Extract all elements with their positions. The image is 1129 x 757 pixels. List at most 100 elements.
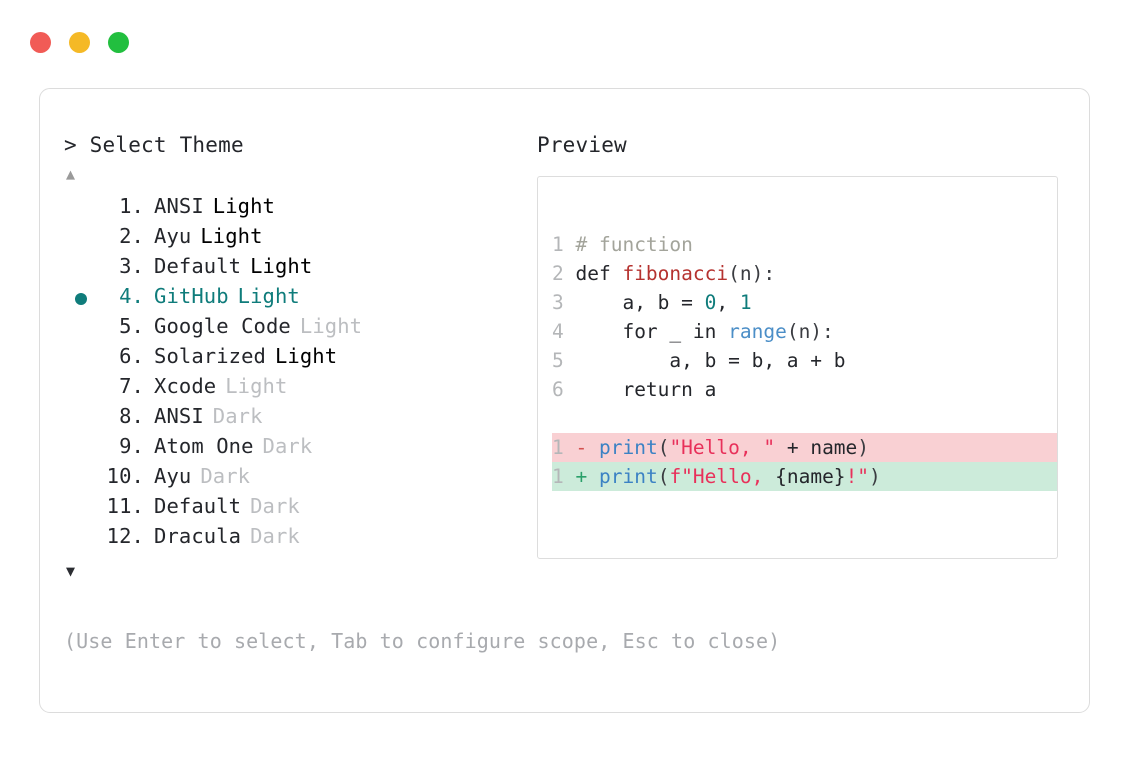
code-token-punct: ) <box>869 465 881 489</box>
theme-list-item[interactable]: 11. Default Dark <box>64 494 534 524</box>
theme-list-item[interactable]: 12. Dracula Dark <box>64 524 534 554</box>
theme-item-name: Google Code <box>154 314 291 339</box>
theme-item-name: Ayu <box>154 224 192 249</box>
selection-bullet-cell <box>64 254 98 284</box>
code-blank-line <box>552 404 1057 433</box>
code-token-plain: + name <box>775 436 858 460</box>
close-icon[interactable] <box>30 32 51 53</box>
selection-bullet-cell <box>64 524 98 554</box>
theme-list-item[interactable]: 5. Google Code Light <box>64 314 534 344</box>
theme-item-index: 11. <box>106 494 144 519</box>
line-number: 5 <box>552 349 564 373</box>
theme-item-index: 2. <box>106 224 144 249</box>
code-token-punct: (n): <box>728 262 776 286</box>
diff-sign-add: + <box>563 465 599 489</box>
theme-item-index: 9. <box>106 434 144 459</box>
code-token-plain: for _ in <box>563 320 729 344</box>
theme-item-index: 8. <box>106 404 144 429</box>
code-token-str: !" <box>845 465 870 489</box>
theme-item-name: GitHub <box>154 284 229 309</box>
code-token-call: print <box>598 436 658 460</box>
theme-item-variant: Dark <box>250 494 300 519</box>
theme-item-index: 5. <box>106 314 144 339</box>
theme-item-index: 7. <box>106 374 144 399</box>
theme-item-name: Solarized <box>154 344 266 369</box>
code-token-plain: a, b = b, a + b <box>563 349 846 373</box>
code-line: 4 for _ in range(n): <box>552 317 1057 346</box>
code-token-fn: fibonacci <box>622 262 729 286</box>
code-token-punct: ( <box>657 465 670 489</box>
selection-bullet-cell <box>64 194 98 224</box>
code-token-str: f"Hello, <box>669 465 776 489</box>
scroll-down-icon[interactable]: ▼ <box>66 562 76 581</box>
code-line: 6 return a <box>552 375 1057 404</box>
selection-bullet-cell <box>64 284 98 314</box>
theme-item-variant: Light <box>299 314 363 339</box>
selected-bullet-icon <box>75 293 87 306</box>
maximize-icon[interactable] <box>108 32 129 53</box>
theme-item-index: 3. <box>106 254 144 279</box>
theme-item-variant: Light <box>250 254 313 279</box>
line-number: 6 <box>552 378 564 402</box>
theme-item-variant: Dark <box>212 404 263 429</box>
theme-item-name: Atom One <box>154 434 254 459</box>
theme-list-item[interactable]: 3. Default Light <box>64 254 534 284</box>
code-line: 2 def fibonacci(n): <box>552 259 1057 288</box>
theme-item-variant: Light <box>200 224 263 249</box>
code-line: 5 a, b = b, a + b <box>552 346 1057 375</box>
theme-item-index: 1. <box>106 194 144 219</box>
code-token-comment: # function <box>563 233 693 257</box>
selection-bullet-cell <box>64 374 98 404</box>
theme-list-item[interactable]: 9. Atom One Dark <box>64 434 534 464</box>
diff-sign-del: - <box>563 436 599 460</box>
code-token-builtin: range <box>728 320 787 344</box>
code-token-num: 1 <box>739 291 752 315</box>
code-line: 1 # function <box>552 230 1057 259</box>
code-token-num: 0 <box>704 291 717 315</box>
theme-item-name: Xcode <box>154 374 217 399</box>
code-token-plain: {name} <box>775 465 846 489</box>
line-number: 3 <box>552 291 564 315</box>
theme-list-item[interactable]: 4. GitHub Light <box>64 284 534 314</box>
code-token-punct: (n): <box>786 320 834 344</box>
theme-list-item[interactable]: 1. ANSI Light <box>64 194 534 224</box>
theme-item-variant: Light <box>212 194 275 219</box>
scroll-up-icon[interactable]: ▲ <box>66 165 76 184</box>
line-number: 4 <box>552 320 564 344</box>
selection-bullet-cell <box>64 464 98 494</box>
diff-line-add: 1 + print(f"Hello, {name}!") <box>552 462 1057 492</box>
theme-item-variant: Dark <box>262 434 313 459</box>
diff-line-del: 1 - print("Hello, " + name) <box>552 433 1057 463</box>
theme-item-name: Default <box>154 494 242 519</box>
code-token-punct: ) <box>857 436 870 460</box>
theme-item-name: Default <box>154 254 242 279</box>
line-number: 1 <box>552 436 564 460</box>
theme-item-index: 6. <box>106 344 144 369</box>
code-token-plain: , <box>716 291 740 315</box>
theme-item-name: Dracula <box>154 524 242 549</box>
page-title: > Select Theme <box>64 133 244 157</box>
theme-item-variant: Dark <box>250 524 300 549</box>
theme-item-variant: Light <box>237 284 300 309</box>
minimize-icon[interactable] <box>69 32 90 53</box>
theme-item-index: 4. <box>106 284 144 309</box>
line-number: 2 <box>552 262 564 286</box>
theme-item-index: 12. <box>106 524 144 549</box>
theme-item-name: ANSI <box>154 194 204 219</box>
code-token-plain: return a <box>563 378 717 402</box>
selection-bullet-cell <box>64 344 98 374</box>
theme-list-item[interactable]: 2. Ayu Light <box>64 224 534 254</box>
code-line: 3 a, b = 0, 1 <box>552 288 1057 317</box>
code-token-plain: def <box>563 262 623 286</box>
selection-bullet-cell <box>64 224 98 254</box>
selection-bullet-cell <box>64 404 98 434</box>
